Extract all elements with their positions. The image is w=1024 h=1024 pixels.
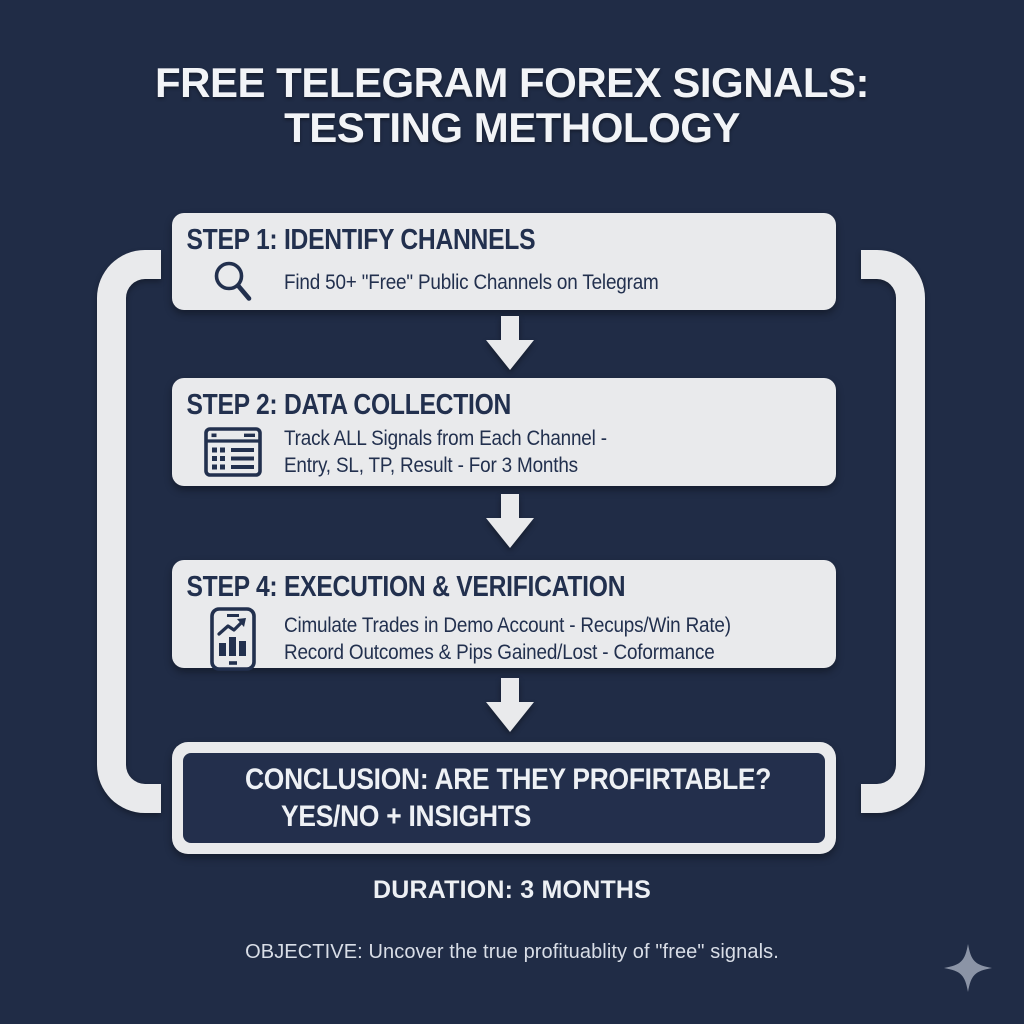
step-2-text-line-1: Track ALL Signals from Each Channel - [284,427,607,450]
step-4-text-line-1: Cimulate Trades in Demo Account - Recups… [284,614,731,637]
down-arrow-icon [486,316,534,370]
conclusion-inner-panel: CONCLUSION: ARE THEY PROFIRTABLE? YES/NO… [183,753,825,843]
down-arrow-icon [486,494,534,548]
magnifier-icon [204,260,262,304]
step-4-box: STEP 4: EXECUTION & VERIFICATION Cimulat… [172,560,836,671]
conclusion-box: CONCLUSION: ARE THEY PROFIRTABLE? YES/NO… [172,742,836,854]
sparkle-icon [944,944,992,992]
title-line-2: TESTING METHOLOGY [284,104,740,151]
left-bracket-decoration [97,250,161,813]
objective-text: OBJECTIVE: Uncover the true profituablit… [245,941,779,963]
step-2-text-line-2: Entry, SL, TP, Result - For 3 Months [284,454,578,477]
conclusion-line-1: CONCLUSION: ARE THEY PROFIRTABLE? [245,763,772,796]
duration-text: DURATION: 3 MONTHS [372,876,652,904]
step-1-text-line-1: Find 50+ "Free" Public Channels on Teleg… [284,270,659,294]
step-2-heading: STEP 2: DATA COLLECTION [186,389,512,421]
title-line-1: FREE TELEGRAM FOREX SIGNALS: [154,59,870,106]
step-1-box: STEP 1: IDENTIFY CHANNELS Find 50+ "Free… [172,213,836,310]
step-1-heading: STEP 1: IDENTIFY CHANNELS [186,224,536,256]
step-4-text-line-2: Record Outcomes & Pips Gained/Lost - Cof… [284,641,715,664]
right-bracket-decoration [861,250,925,813]
page-title: FREE TELEGRAM FOREX SIGNALS: TESTING MET… [0,60,1024,150]
conclusion-line-2: YES/NO + INSIGHTS [281,800,532,833]
phone-chart-icon [204,607,262,671]
step-2-box: STEP 2: DATA COLLECTION Track ALL Sign [172,378,836,486]
spreadsheet-icon [204,427,262,477]
step-4-heading: STEP 4: EXECUTION & VERIFICATION [186,571,626,603]
down-arrow-icon [486,678,534,732]
